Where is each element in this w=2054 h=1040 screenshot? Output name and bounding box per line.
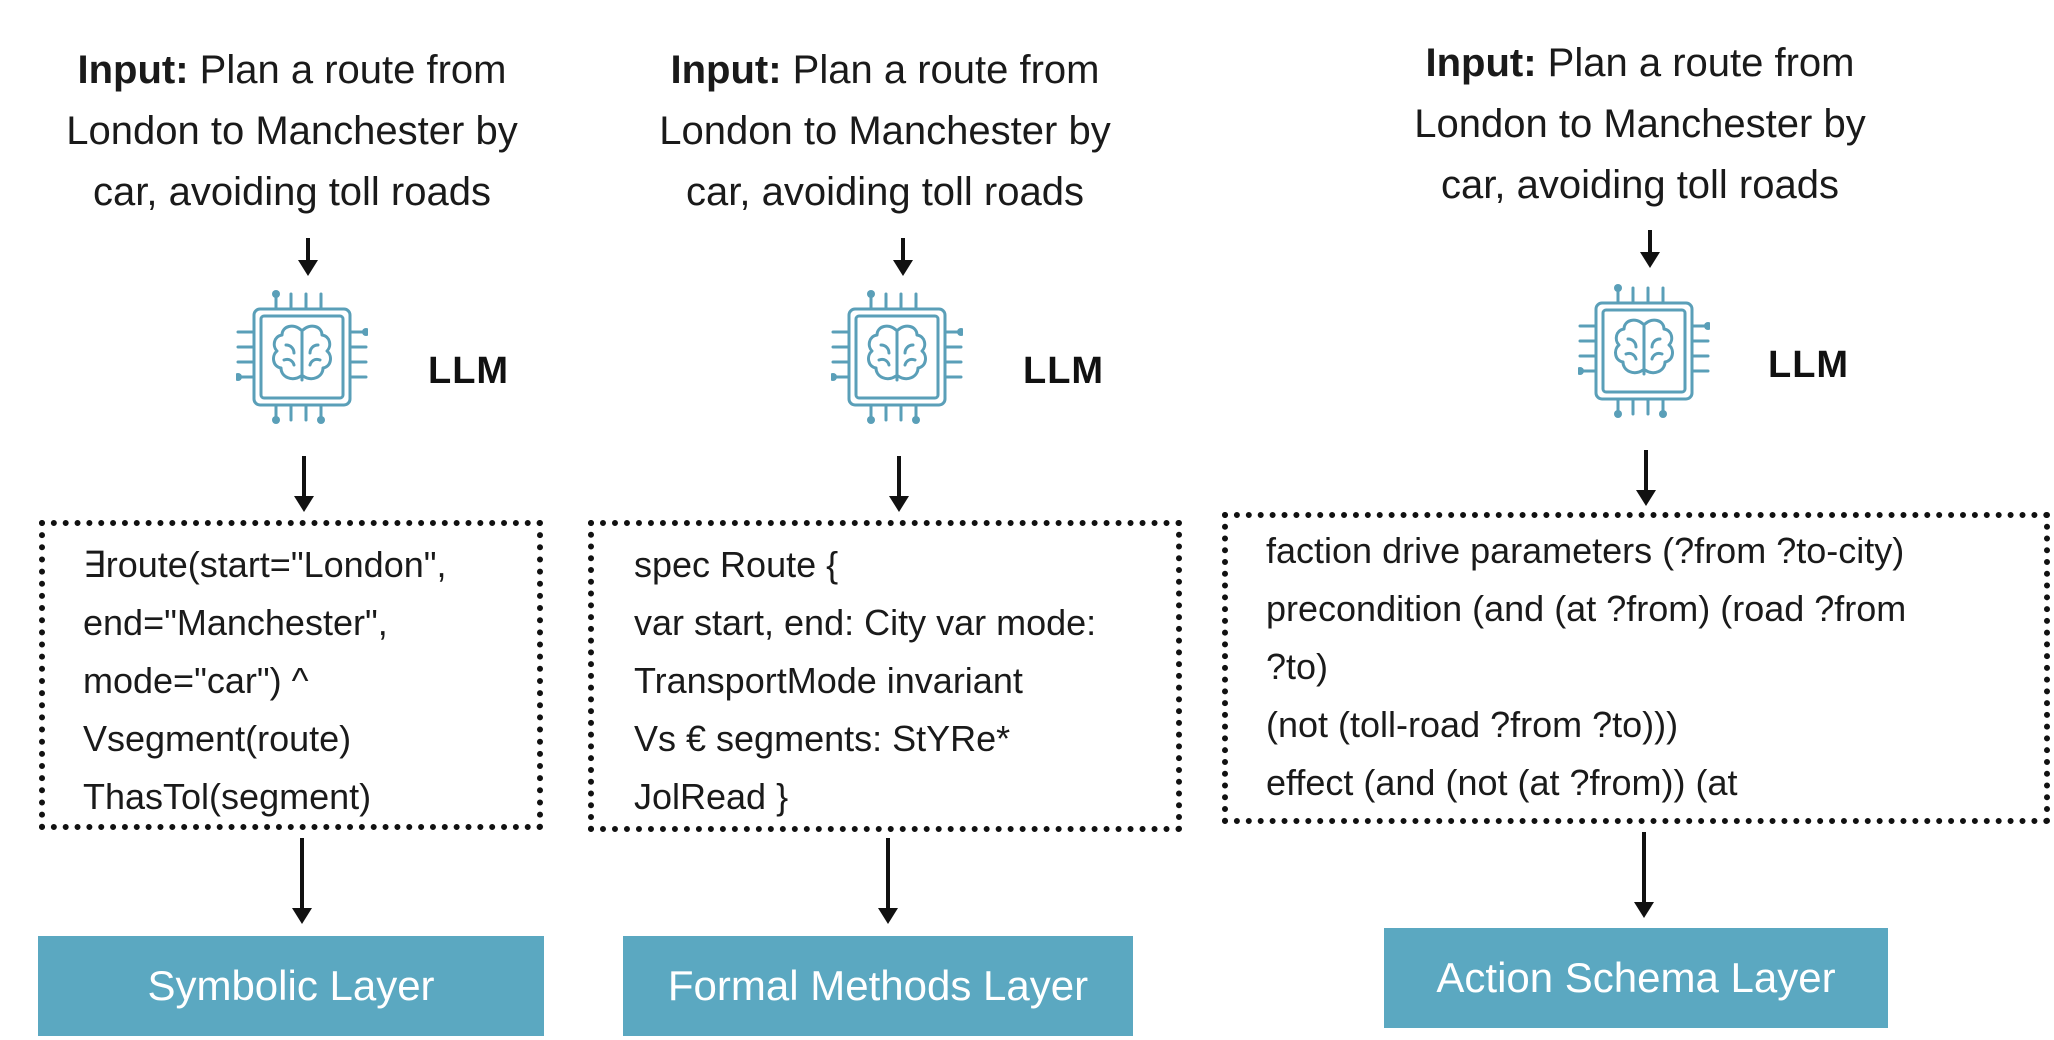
code-line: effect (and (not (at ?from)) (at [1266, 762, 1738, 803]
layer-label-box: Symbolic Layer [38, 936, 544, 1036]
input-line: London to Manchester by [1414, 102, 1866, 146]
code-line: ∃route(start="London", [83, 544, 447, 585]
input-line: car, avoiding toll roads [685, 170, 1084, 214]
code-box: spec Route { var start, end: City var mo… [588, 520, 1182, 832]
code-line: mode="car") ^ [83, 660, 309, 701]
arrow-down [1636, 450, 1656, 506]
code-line: var start, end: City var mode: [634, 602, 1097, 643]
code-line: TransportMode invariant [634, 660, 1023, 701]
input-label: Input: [77, 48, 189, 92]
column-symbolic: Input: Plan a route from London to Manch… [22, 0, 562, 1040]
input-line: London to Manchester by [659, 109, 1111, 153]
llm-label: LLM [1768, 344, 1850, 386]
code-line: JolRead } [634, 776, 789, 817]
arrow-down [889, 456, 909, 512]
input-line: Plan a route from [792, 48, 1100, 92]
layer-label-box: Action Schema Layer [1384, 928, 1888, 1028]
code-line: precondition (and (at ?from) (road ?from [1266, 588, 1907, 629]
chip-brain-icon [236, 290, 368, 424]
arrow-down [1640, 230, 1660, 268]
code-line: Vsegment(route) [83, 718, 352, 759]
input-line: car, avoiding toll roads [92, 170, 491, 214]
arrow-down [298, 238, 318, 276]
code-line: (not (toll-road ?from ?to))) [1266, 704, 1679, 745]
llm-label: LLM [1023, 350, 1105, 392]
input-label: Input: [1425, 41, 1537, 85]
code-line: end="Manchester", [83, 602, 388, 643]
arrow-down [893, 238, 913, 276]
input-prompt: Input: Plan a route from London to Manch… [1222, 33, 2054, 216]
code-line: Vs € segments: StYRe* [634, 718, 1011, 759]
chip-brain-icon [1578, 284, 1710, 418]
input-line: car, avoiding toll roads [1440, 163, 1839, 207]
input-line: London to Manchester by [66, 109, 518, 153]
arrow-down [292, 838, 312, 924]
code-line: spec Route { [634, 544, 839, 585]
chip-brain-icon [831, 290, 963, 424]
arrow-down [878, 838, 898, 924]
column-formal-methods: Input: Plan a route from London to Manch… [588, 0, 1182, 1040]
code-box: ∃route(start="London", end="Manchester",… [39, 520, 543, 830]
arrow-down [1634, 832, 1654, 918]
column-action-schema: Input: Plan a route from London to Manch… [1222, 0, 2054, 1040]
arrow-down [294, 456, 314, 512]
input-label: Input: [670, 48, 782, 92]
input-line: Plan a route from [1547, 41, 1855, 85]
code-box: faction drive parameters (?from ?to-city… [1222, 512, 2050, 824]
input-line: Plan a route from [199, 48, 507, 92]
input-prompt: Input: Plan a route from London to Manch… [22, 40, 562, 223]
code-line: ThasTol(segment) [83, 776, 372, 817]
layer-label-box: Formal Methods Layer [623, 936, 1133, 1036]
code-line: faction drive parameters (?from ?to-city… [1266, 530, 1905, 571]
code-line: ?to) [1266, 646, 1329, 687]
llm-label: LLM [428, 350, 510, 392]
input-prompt: Input: Plan a route from London to Manch… [615, 40, 1155, 223]
